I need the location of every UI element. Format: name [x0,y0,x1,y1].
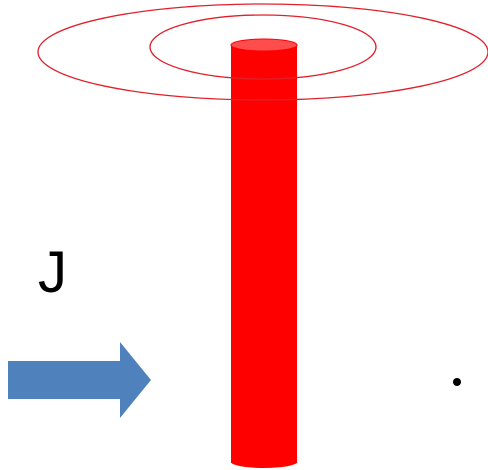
inner-field-ring-front [149,46,377,80]
wire-bottom-cap [231,456,297,468]
field-rings-back [37,3,488,53]
wire-top-cap [230,38,298,52]
current-density-label: J [38,240,67,305]
point-marker-dot [453,378,461,386]
outer-field-ring-back [37,3,488,53]
field-rings-front [37,46,488,101]
outer-field-ring-front [37,51,488,101]
inner-field-ring-back [149,14,377,48]
wire-body [231,45,297,463]
right-arrow-icon [8,342,151,418]
current-carrying-wire [230,38,298,468]
